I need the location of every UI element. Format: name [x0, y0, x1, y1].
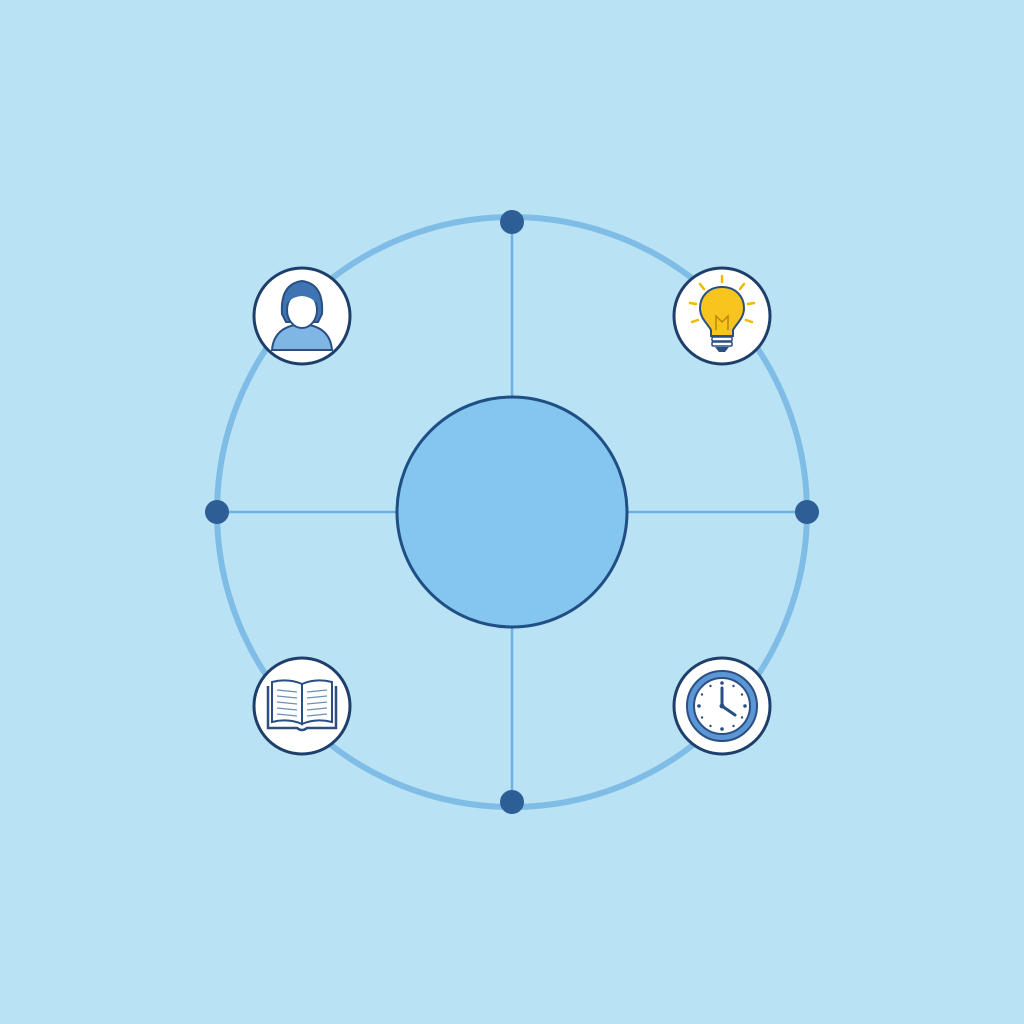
node-top: [500, 210, 524, 234]
node-bottom: [500, 790, 524, 814]
badge-person: [252, 266, 352, 366]
open-book-icon: [266, 679, 338, 732]
node-right: [795, 500, 819, 524]
center-hub: [395, 395, 629, 629]
badge-idea: [672, 266, 772, 366]
clock-icon: [686, 670, 758, 742]
badge-time: [672, 656, 772, 756]
node-left: [205, 500, 229, 524]
badge-book: [252, 656, 352, 756]
lightbulb-icon: [688, 274, 756, 352]
person-icon: [270, 279, 334, 351]
